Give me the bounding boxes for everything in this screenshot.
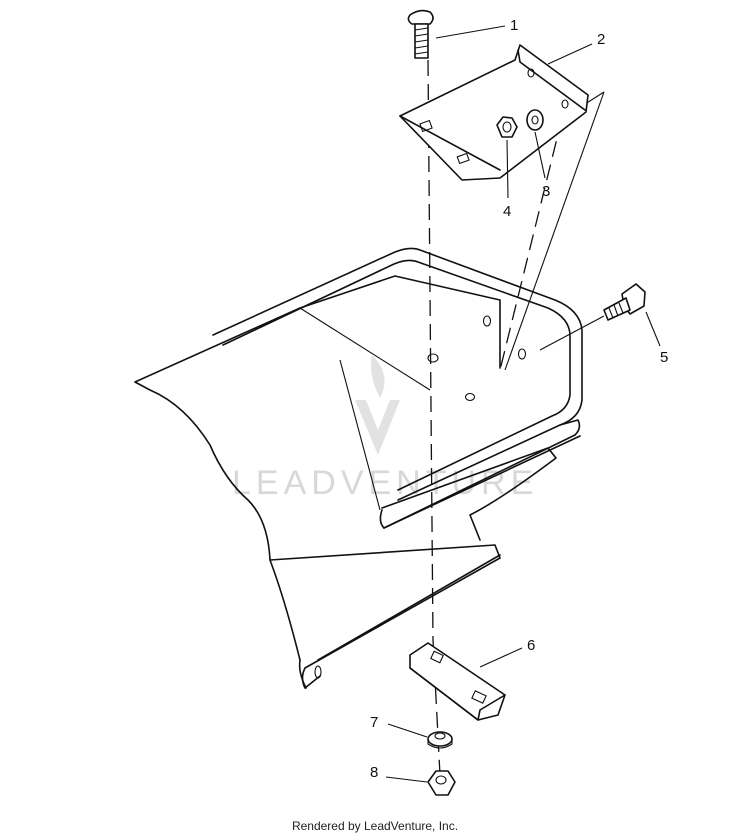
part-3-washer [526,109,544,131]
leader-lines [385,25,661,783]
callout-7: 7 [370,714,378,731]
callout-labels: 1 2 3 4 5 6 7 8 [370,17,668,781]
callout-4: 4 [503,203,511,220]
callout-1: 1 [510,17,518,34]
callout-6: 6 [527,637,535,654]
watermark-logo-icon [355,355,400,455]
part-8-nut [427,770,456,796]
part-2-bracket [399,44,589,181]
watermark-text: LEADVENTURE [232,464,538,502]
part-4-nut [496,116,518,138]
part-6-plate [409,642,506,721]
callout-5: 5 [660,349,668,366]
watermark: LEADVENTURE [232,355,538,502]
part-1-bolt [407,9,434,59]
footer-credit: Rendered by LeadVenture, Inc. [292,819,458,833]
callout-3: 3 [542,183,550,200]
callout-8: 8 [370,764,378,781]
part-5-bolt [603,283,646,321]
discharge-chute [134,247,583,689]
callout-2: 2 [597,31,605,48]
part-7-washer [427,731,453,749]
